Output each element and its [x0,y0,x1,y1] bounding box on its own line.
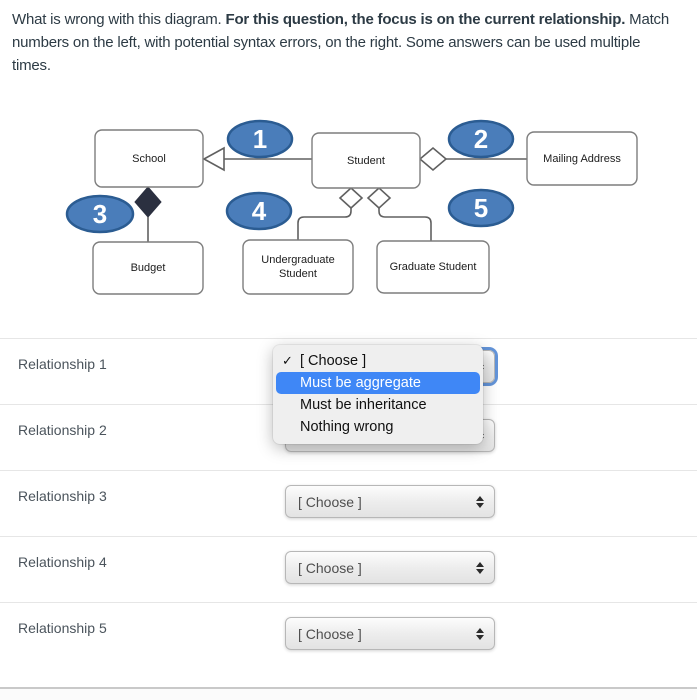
class-label-graduate-student: Graduate Student [390,261,477,273]
select-stepper-icon [476,627,484,640]
class-box-budget [92,241,204,295]
select-value: [ Choose ] [298,493,362,510]
dropdown-option-nothing-wrong[interactable]: Nothing wrong [300,419,394,435]
relationship-4-badge [225,191,293,231]
class-box-school [94,129,204,188]
class-box-student [311,132,421,189]
class-label-budget: Budget [131,262,166,274]
relationship-5-number: 5 [474,193,488,223]
dropdown-option-must-be-aggregate[interactable]: Must be aggregate [276,372,480,394]
question-line-3: times. [12,57,51,74]
row-label-relationship-3: Relationship 3 [18,488,107,504]
row-separator [0,470,697,471]
aggregation-diamond-icon [418,146,448,172]
answer-select-relationship-3[interactable]: [ Choose ] [285,485,495,518]
aggregation-diamond-right-icon [366,186,392,210]
class-label-student: Student [347,155,385,167]
question-line-2: numbers on the left, with potential synt… [12,34,641,51]
row-label-relationship-1: Relationship 1 [18,356,107,372]
aggregation-diamond-left-icon [338,186,364,210]
answer-select-relationship-5[interactable]: [ Choose ] [285,617,495,650]
relationship-5-badge [447,188,515,228]
row-separator [0,602,697,603]
class-label-mailing-address: Mailing Address [543,153,621,165]
dropdown-option-choose[interactable]: ✓ [ Choose ] [273,350,483,372]
checkmark-icon: ✓ [282,353,293,368]
graduate-connector-line [378,208,432,241]
question-line-1: What is wrong with this diagram. For thi… [12,11,670,28]
class-box-mailing-address [526,131,638,186]
relationship-2-badge [447,119,515,159]
dropdown-menu: ✓ [ Choose ] Must be aggregate Must be i… [273,345,483,444]
relationship-1-badge [226,119,294,159]
question-card-bottom-border [0,687,697,700]
dropdown-option-must-be-inheritance[interactable]: Must be inheritance [300,397,427,413]
answer-select-relationship-4[interactable]: [ Choose ] [285,551,495,584]
select-stepper-icon [476,495,484,508]
relationship-4-number: 4 [252,196,267,226]
select-value: [ Choose ] [298,625,362,642]
relationship-3-badge [65,194,135,234]
class-box-graduate-student [376,240,490,294]
relationship-1-number: 1 [253,124,267,154]
select-stepper-icon [476,561,484,574]
row-label-relationship-4: Relationship 4 [18,554,107,570]
relationship-2-number: 2 [474,124,488,154]
inheritance-triangle-icon [202,146,225,172]
row-separator [0,338,697,339]
class-box-undergraduate-student [242,239,354,295]
composition-diamond-icon [134,186,162,218]
relationship-3-number: 3 [93,199,107,229]
class-label-undergraduate-2: Student [279,268,317,280]
uml-diagram: School Student Mailing Address Budget Un… [65,119,638,295]
row-label-relationship-5: Relationship 5 [18,620,107,636]
row-label-relationship-2: Relationship 2 [18,422,107,438]
class-label-school: School [132,153,166,165]
undergrad-connector-line [297,208,352,240]
select-value: [ Choose ] [298,559,362,576]
question-text: What is wrong with this diagram. For thi… [12,8,693,77]
row-separator [0,536,697,537]
class-label-undergraduate-1: Undergraduate [261,254,334,266]
